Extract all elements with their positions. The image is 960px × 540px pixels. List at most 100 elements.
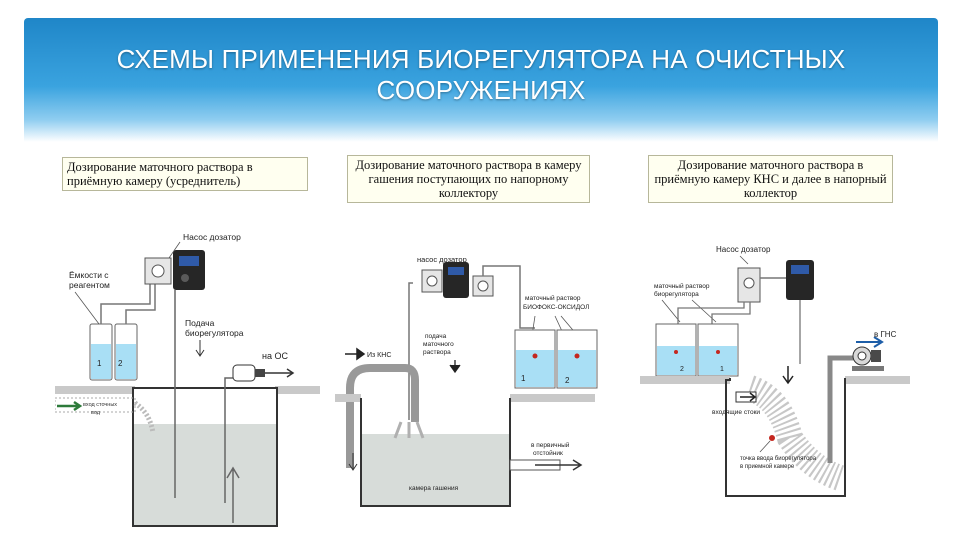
suction-pipes [677,302,751,324]
pressure-collector [827,355,858,463]
transfer-pump-motor [255,369,265,377]
feed-label-1: Подача [185,318,215,328]
receiving-chamber [725,378,846,497]
outlet-riser [224,377,233,503]
solution-leaders [661,299,717,323]
dosing-point-1 [532,353,538,359]
pump-leader [168,241,181,259]
caption-scheme-2: Дозирование маточного раствора в камеру … [347,155,590,203]
title-line-2: СООРУЖЕНИЯХ [376,75,586,105]
pump-display [179,256,199,266]
inflow-label-2: вод [91,410,101,416]
feed-label-2: биорегулятора [185,328,244,338]
kns-pump-motor [871,350,881,362]
scheme-3-diagram: Насос дозатор маточный раствор биорегуля… [640,245,910,497]
title-banner [24,18,938,142]
scheme-2-diagram: насос дозатор маточный раствор БИОФОКС-О… [335,255,598,507]
outlet-label: на ОС [262,351,288,361]
ground-right [845,376,910,384]
inflow-arrow [740,392,757,402]
tank-sludge [134,424,276,525]
pump-label: Насос дозатор [183,232,241,242]
suction-pipe [482,265,535,329]
kns-pump-base [852,366,884,371]
inflow-splash [393,421,425,439]
dosing-point-chamber [769,435,775,441]
reagent-water-1 [91,344,111,379]
scheme-1-diagram: 1 2 Ёмкости с реагентом Насос дозатор По… [55,232,320,527]
solution-label-2: биорегулятора [654,290,699,298]
chamber-sludge [362,434,509,505]
transfer-pump [232,364,256,382]
tank-1-number: 1 [97,359,102,368]
pump-head-valve-2 [477,280,489,292]
dosing-pump-head [144,257,172,285]
ground-left [55,386,135,394]
dosing-point-2 [574,353,580,359]
dosing-point-1 [674,350,678,354]
inflow-turbulence [745,375,845,491]
feed-arrow [782,366,794,385]
pressure-collector [346,364,419,468]
pump-head-valve [151,264,165,278]
collector-flow-arrow [348,453,358,471]
solution-label-2: БИОФОКС-ОКСИДОЛ [523,304,589,311]
caption-scheme-3: Дозирование маточного раствора в приёмну… [648,155,893,203]
to-label-2: отстойник [533,449,563,457]
to-gns-label: в ГНС [874,330,897,339]
pump-display [791,265,809,274]
ground-right [510,394,595,402]
inflow-label: входящие стоки [712,409,760,416]
inflow-arrow [57,400,83,412]
to-label-1: в первичный [531,441,570,449]
reagent-water-2 [116,344,136,379]
suction-pipe-2 [125,268,156,324]
tank-2-number: 2 [118,359,123,368]
inflow-label-1: вход сточных [83,402,117,408]
chamber-label: камера гашения [409,485,459,492]
ground-left [640,376,730,384]
up-arrow [226,466,240,523]
from-kns-arrow [345,347,366,361]
feed-label-2: маточного [423,341,454,348]
tank-2-number: 2 [565,376,570,385]
ground-left [335,394,361,402]
reagent-label-1: Ёмкости с [69,270,109,280]
dosing-point-2 [716,350,720,354]
solution-label-1: маточный раствор [525,294,581,302]
pump-leader [739,255,749,265]
pump-label: Насос дозатор [716,245,771,254]
reagent-label-2: реагентом [69,280,110,290]
tank-1-number: 2 [680,366,684,373]
outlet-arrow [535,459,583,471]
point-leader [759,440,771,453]
inflow-splash [133,400,156,434]
ground-right [275,386,320,394]
caption-scheme-1: Дозирование маточного раствора в приёмну… [62,157,308,191]
feed-label-3: раствора [423,349,451,356]
slide-title: СХЕМЫ ПРИМЕНЕНИЯ БИОРЕГУЛЯТОРА НА ОЧИСТН… [24,44,938,106]
kns-pump-impeller [857,351,867,361]
feed-label-1: подача [425,333,447,340]
solution-label-1: маточный раствор [654,282,710,290]
inflow-pipe [55,397,136,413]
quench-chamber [360,398,511,507]
suction-pipe-1 [100,268,151,324]
pump-head-valve [743,277,755,289]
dosing-line [408,282,413,420]
pump-head-valve [426,275,438,287]
from-kns-label: Из КНС [367,352,391,359]
to-gns-arrow [856,336,884,348]
pump-label: насос дозатор [417,255,467,264]
tank-1-number: 1 [521,374,526,383]
feed-arrow [195,340,205,357]
feed-arrow [449,360,461,374]
pump-knob [181,274,189,282]
pump-display [448,267,464,275]
point-label-2: в приемной камере [740,463,795,470]
point-label-1: точка ввода биорегулятора [740,456,817,462]
reagent-leader [74,291,100,325]
outlet-arrow [265,368,295,378]
tank-2-number: 1 [720,366,724,373]
